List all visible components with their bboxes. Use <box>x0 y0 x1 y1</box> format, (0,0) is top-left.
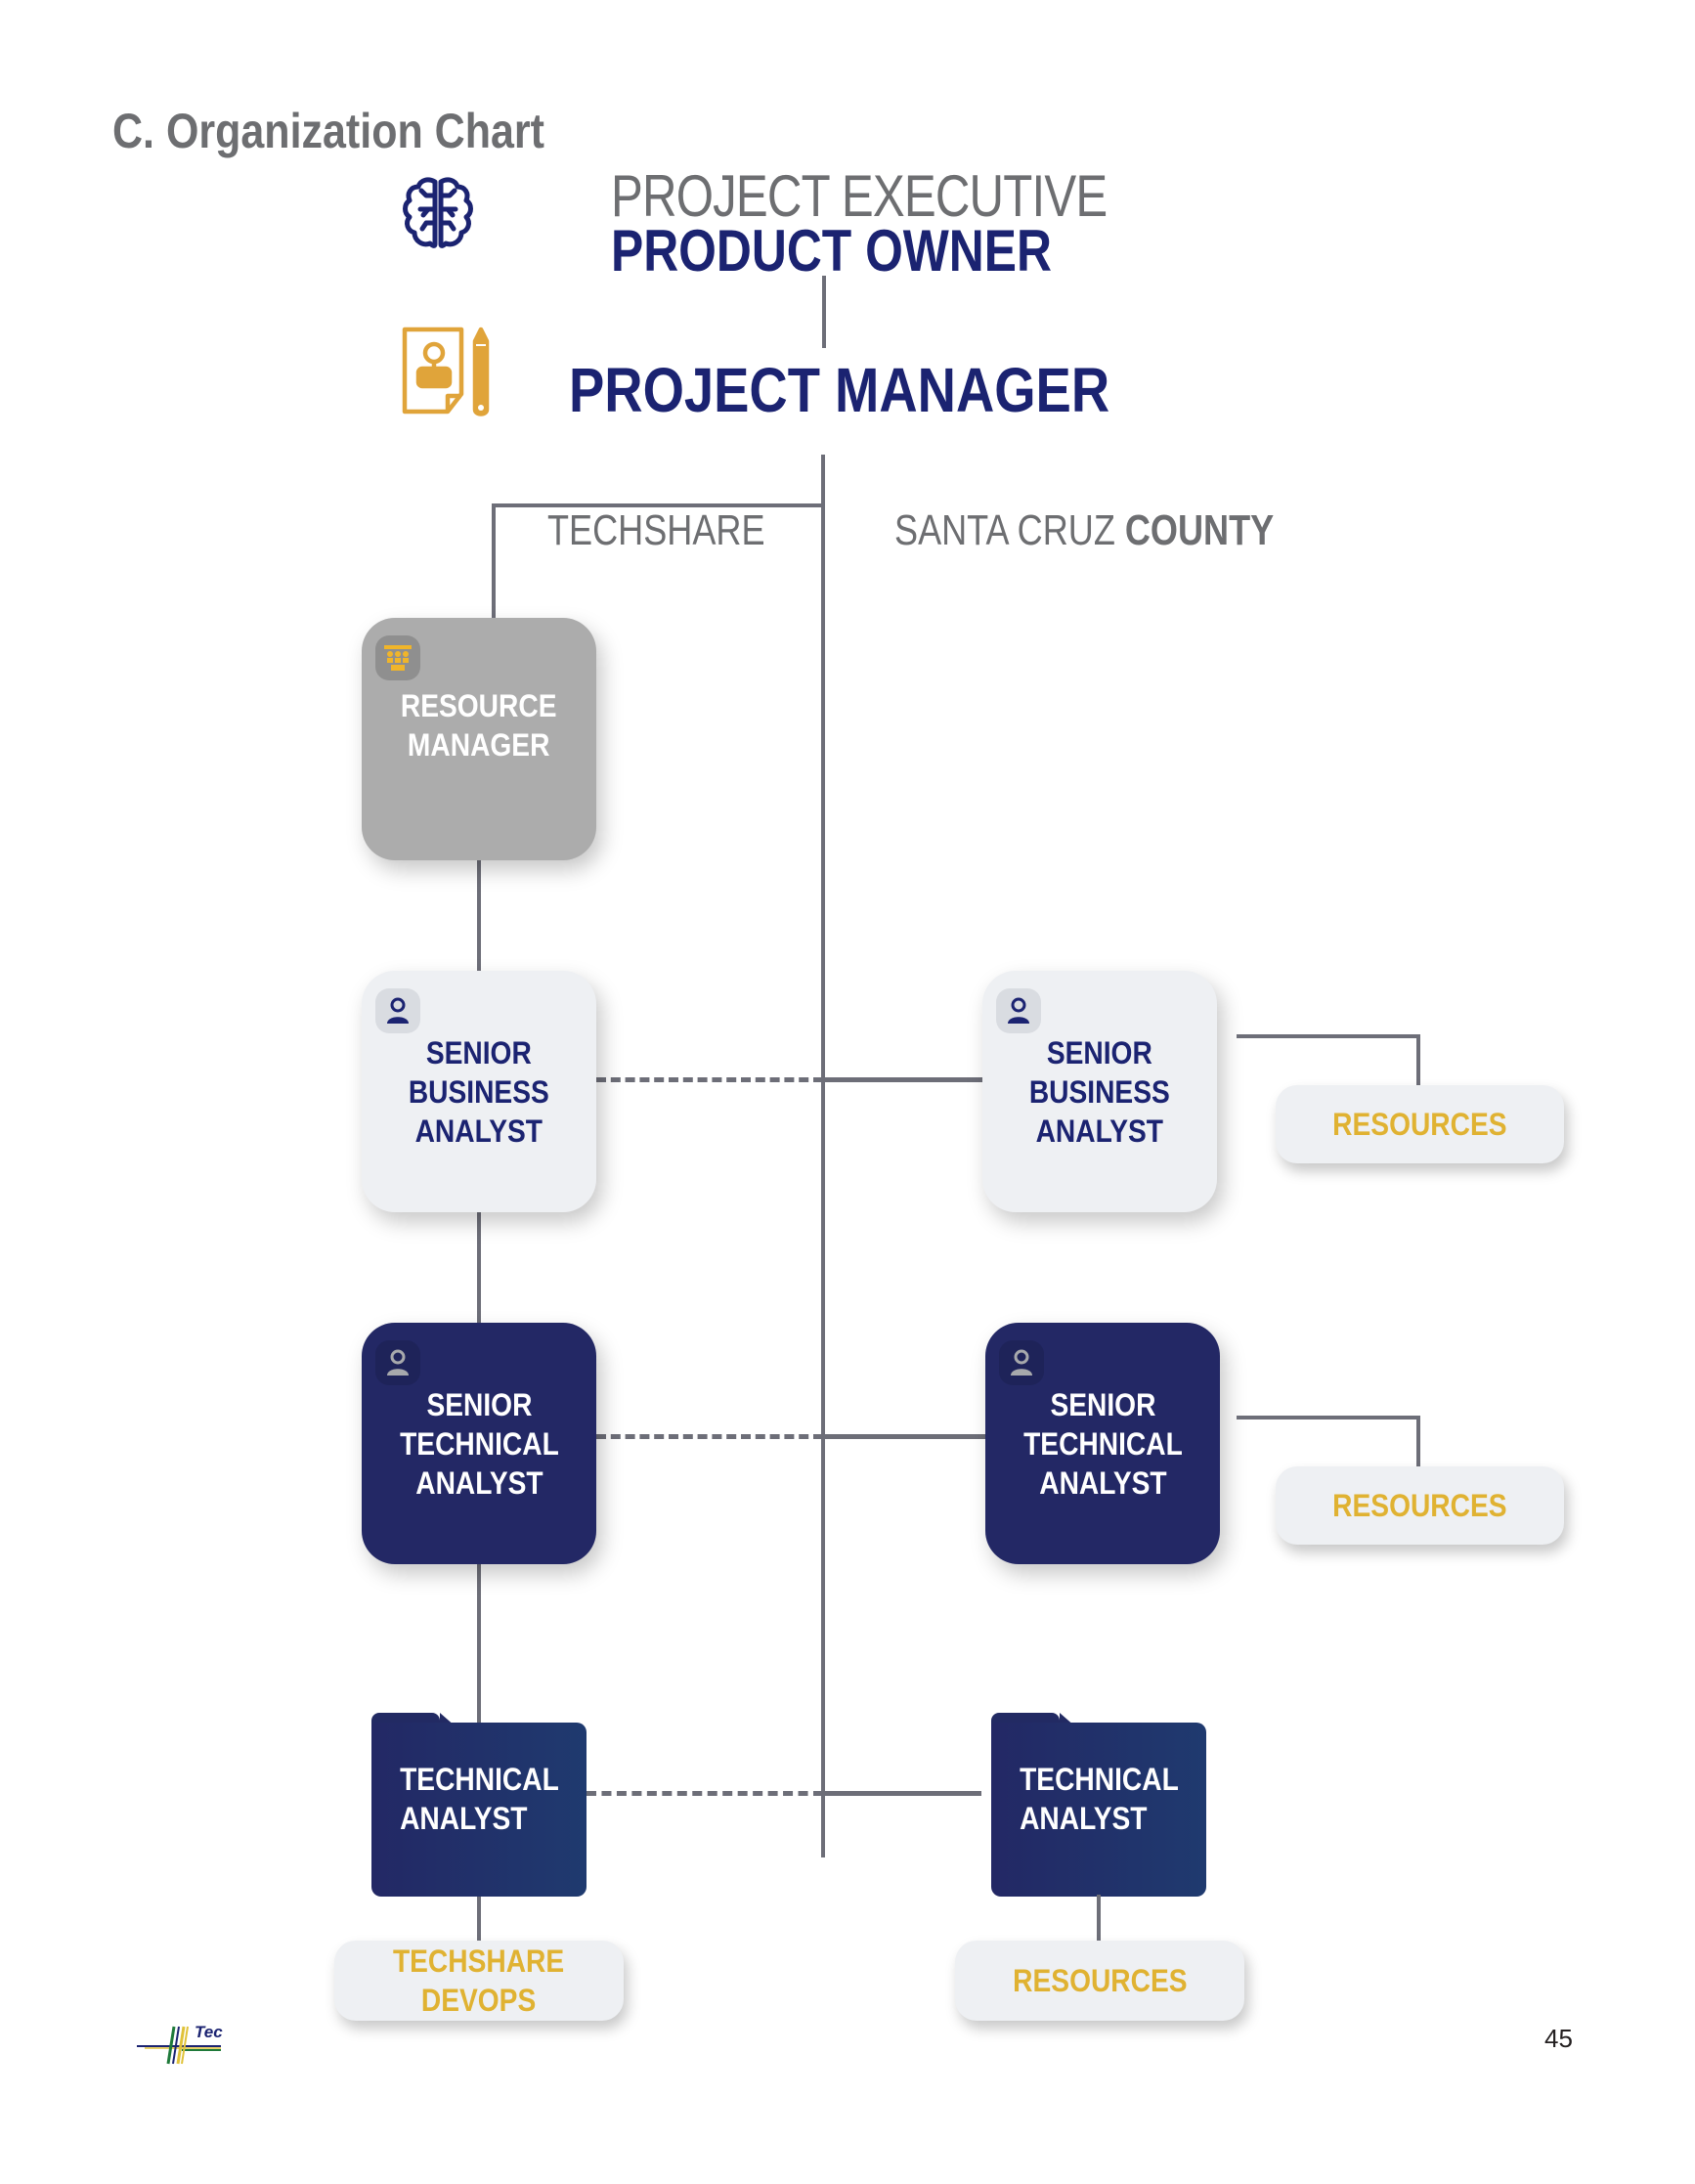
left-ta-label: TECHNICAL ANALYST <box>399 1762 559 1836</box>
left-senior-technical-analyst-card[interactable]: SENIOR TECHNICAL ANALYST <box>362 1323 596 1564</box>
sta-resources-bracket-horizontal <box>1237 1416 1420 1420</box>
right-technical-analyst-card[interactable]: TECHNICAL ANALYST <box>991 1713 1206 1897</box>
sba-resources-bracket-vertical <box>1416 1034 1420 1085</box>
right-senior-technical-analyst-card[interactable]: SENIOR TECHNICAL ANALYST <box>985 1323 1220 1564</box>
logo-mark-icon <box>137 2026 221 2065</box>
section-title: C. Organization Chart <box>112 104 544 158</box>
group-label-bold: COUNTY <box>1124 506 1275 554</box>
right-sta-label: SENIOR TECHNICAL ANALYST <box>1022 1386 1183 1501</box>
project-manager-icon <box>401 326 495 417</box>
santa-cruz-county-group-label: SANTA CRUZ COUNTY <box>894 506 1274 555</box>
techshare-bracket-vertical <box>492 503 496 619</box>
connector-exec-to-pm <box>822 276 826 348</box>
ta-resources-label: RESOURCES <box>1012 1963 1188 1998</box>
techshare-logo: Tec <box>135 2017 223 2068</box>
sba-resources-box[interactable]: RESOURCES <box>1276 1085 1564 1163</box>
brain-icon <box>399 174 477 252</box>
logo-text: Tec <box>195 2023 223 2041</box>
main-spine-connector <box>821 455 825 1857</box>
person-icon <box>375 1340 420 1385</box>
product-owner-title: PRODUCT OWNER <box>611 218 1052 284</box>
techshare-devops-label: TECHSHARE DEVOPS <box>393 1944 565 2018</box>
sba-resources-bracket-horizontal <box>1237 1034 1420 1038</box>
sta-dashed-connector <box>596 1434 823 1439</box>
connector-ta-to-devops <box>477 1895 481 1944</box>
left-sta-label: SENIOR TECHNICAL ANALYST <box>399 1386 559 1501</box>
sta-resources-label: RESOURCES <box>1332 1488 1507 1523</box>
person-icon <box>375 988 420 1033</box>
connector-rm-to-sba <box>477 858 481 974</box>
right-senior-business-analyst-card[interactable]: SENIOR BUSINESS ANALYST <box>982 971 1217 1212</box>
person-icon <box>996 988 1041 1033</box>
left-sba-label: SENIOR BUSINESS ANALYST <box>409 1034 549 1149</box>
resource-manager-label: RESOURCE MANAGER <box>401 688 557 763</box>
left-technical-analyst-card[interactable]: TECHNICAL ANALYST <box>371 1713 587 1897</box>
connector-sta-to-ta <box>477 1562 481 1723</box>
resource-manager-card[interactable]: RESOURCE MANAGER <box>362 618 596 860</box>
sba-dashed-connector <box>596 1077 823 1082</box>
person-icon <box>999 1340 1044 1385</box>
sta-resources-box[interactable]: RESOURCES <box>1276 1466 1564 1545</box>
ta-resources-box[interactable]: RESOURCES <box>955 1941 1244 2021</box>
right-ta-label: TECHNICAL ANALYST <box>1019 1762 1179 1836</box>
sta-resources-bracket-vertical <box>1416 1416 1420 1466</box>
ta-solid-connector <box>823 1791 981 1796</box>
project-executive-title: PROJECT EXECUTIVE <box>611 163 1108 229</box>
group-label-regular: SANTA CRUZ <box>894 506 1125 554</box>
connector-sba-to-sta <box>477 1210 481 1326</box>
page-number: 45 <box>1544 2024 1573 2053</box>
techshare-bracket-horizontal <box>492 503 824 507</box>
techshare-group-label: TECHSHARE <box>547 506 765 554</box>
left-senior-business-analyst-card[interactable]: SENIOR BUSINESS ANALYST <box>362 971 596 1212</box>
project-manager-title: PROJECT MANAGER <box>569 355 1110 425</box>
ta-dashed-connector <box>587 1791 823 1796</box>
connector-ta-to-resources <box>1097 1895 1101 1944</box>
right-sba-label: SENIOR BUSINESS ANALYST <box>1029 1034 1170 1149</box>
sba-resources-label: RESOURCES <box>1332 1107 1507 1142</box>
techshare-devops-box[interactable]: TECHSHARE DEVOPS <box>334 1941 624 2021</box>
folder-icon: TECHNICAL ANALYST <box>371 1723 587 1897</box>
folder-icon: TECHNICAL ANALYST <box>991 1723 1206 1897</box>
sta-solid-connector <box>823 1434 987 1439</box>
sba-solid-connector <box>823 1077 984 1082</box>
team-icon <box>375 635 420 680</box>
